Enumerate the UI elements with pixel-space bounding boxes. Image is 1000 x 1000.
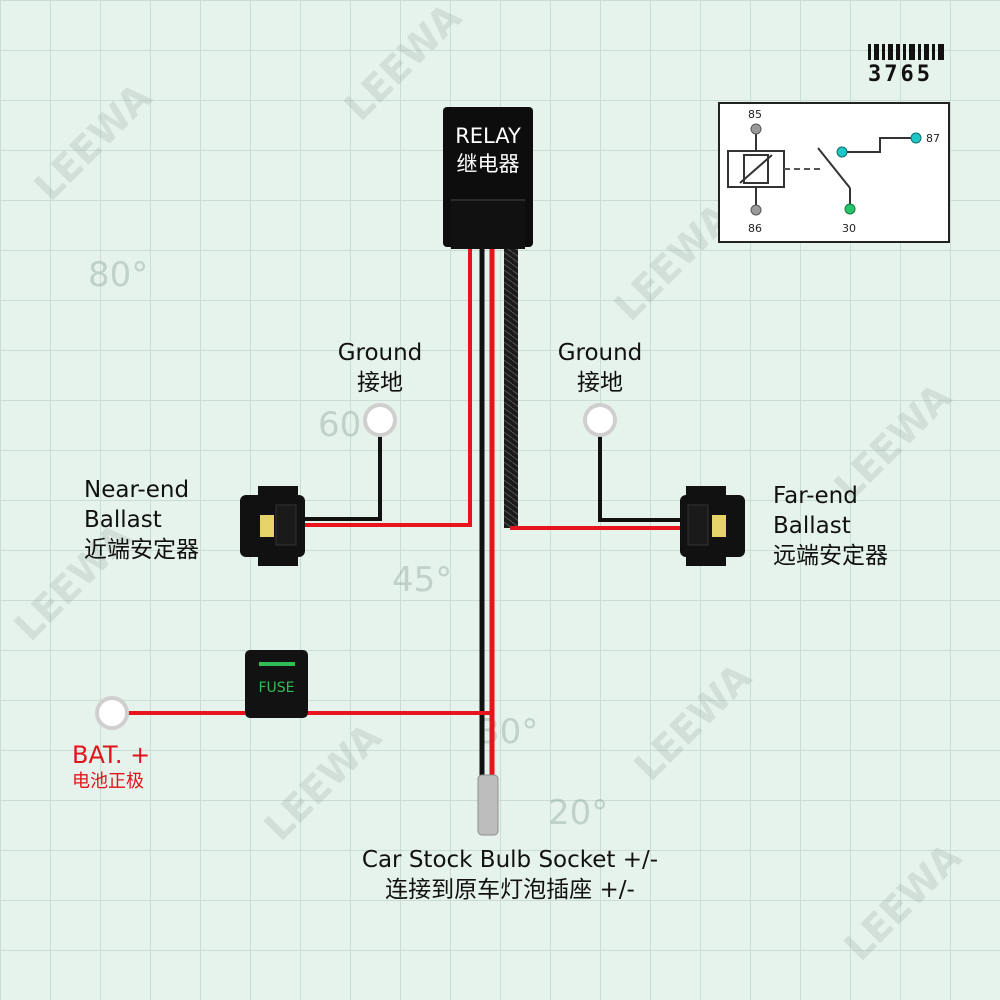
wire-far-ground <box>598 430 685 522</box>
bg-angle-30: 30° <box>478 712 539 752</box>
relay-schematic: 85 86 87 30 <box>718 102 950 243</box>
far-ballast-line2: Ballast <box>773 513 851 539</box>
far-ballast-label: Far-end Ballast 远端安定器 <box>773 481 888 571</box>
far-ballast-zh: 远端安定器 <box>773 543 888 569</box>
fuse-holder: FUSE <box>245 650 308 718</box>
battery-label-zh: 电池正极 <box>72 771 144 792</box>
ground-left-zh: 接地 <box>357 370 403 396</box>
bg-angle-20: 20° <box>548 793 609 833</box>
battery-label: BAT. + 电池正极 <box>72 740 150 794</box>
pin-86-label: 86 <box>748 222 762 235</box>
far-ballast-line1: Far-end <box>773 483 858 509</box>
ground-left-label: Ground 接地 <box>320 338 440 398</box>
schematic-drawing <box>727 123 922 216</box>
braided-sleeve <box>504 248 518 528</box>
product-code: 3765 <box>868 62 933 87</box>
near-end-connector <box>240 486 305 566</box>
socket-label: Car Stock Bulb Socket +/- 连接到原车灯泡插座 +/- <box>320 845 700 905</box>
relay-label: RELAY <box>455 124 521 148</box>
bg-angle-45: 45° <box>392 560 453 600</box>
relay-base <box>451 199 525 249</box>
near-ballast-zh: 近端安定器 <box>84 537 199 563</box>
wire-near-ground <box>300 430 382 521</box>
ground-right-en: Ground <box>557 340 643 366</box>
socket-label-en: Car Stock Bulb Socket +/- <box>361 847 659 873</box>
pin-87-label: 87 <box>926 132 940 145</box>
battery-label-en: BAT. + <box>72 741 151 769</box>
near-ballast-line1: Near-end <box>84 477 190 503</box>
barcode-icon <box>868 44 944 60</box>
ground-right-label: Ground 接地 <box>540 338 660 398</box>
fuse-label: FUSE <box>258 680 295 696</box>
ground-ring-left <box>363 403 397 437</box>
fuse-indicator <box>259 662 295 666</box>
relay: RELAY 继电器 <box>443 107 533 249</box>
battery-ring <box>95 696 129 730</box>
near-ballast-label: Near-end Ballast 近端安定器 <box>84 475 199 565</box>
pin-85-label: 85 <box>748 108 762 121</box>
pin-30-label: 30 <box>842 222 856 235</box>
ground-left-en: Ground <box>337 340 423 366</box>
socket-label-zh: 连接到原车灯泡插座 +/- <box>385 877 635 903</box>
wire-near-power <box>300 248 472 527</box>
far-end-connector <box>680 486 745 566</box>
relay-label-zh: 继电器 <box>456 152 520 176</box>
bg-angle-80: 80° <box>88 255 149 295</box>
socket-terminal <box>477 774 499 836</box>
ground-right-zh: 接地 <box>577 370 623 396</box>
product-badge: 3765 <box>868 44 948 87</box>
ground-ring-right <box>583 403 617 437</box>
near-ballast-line2: Ballast <box>84 507 162 533</box>
